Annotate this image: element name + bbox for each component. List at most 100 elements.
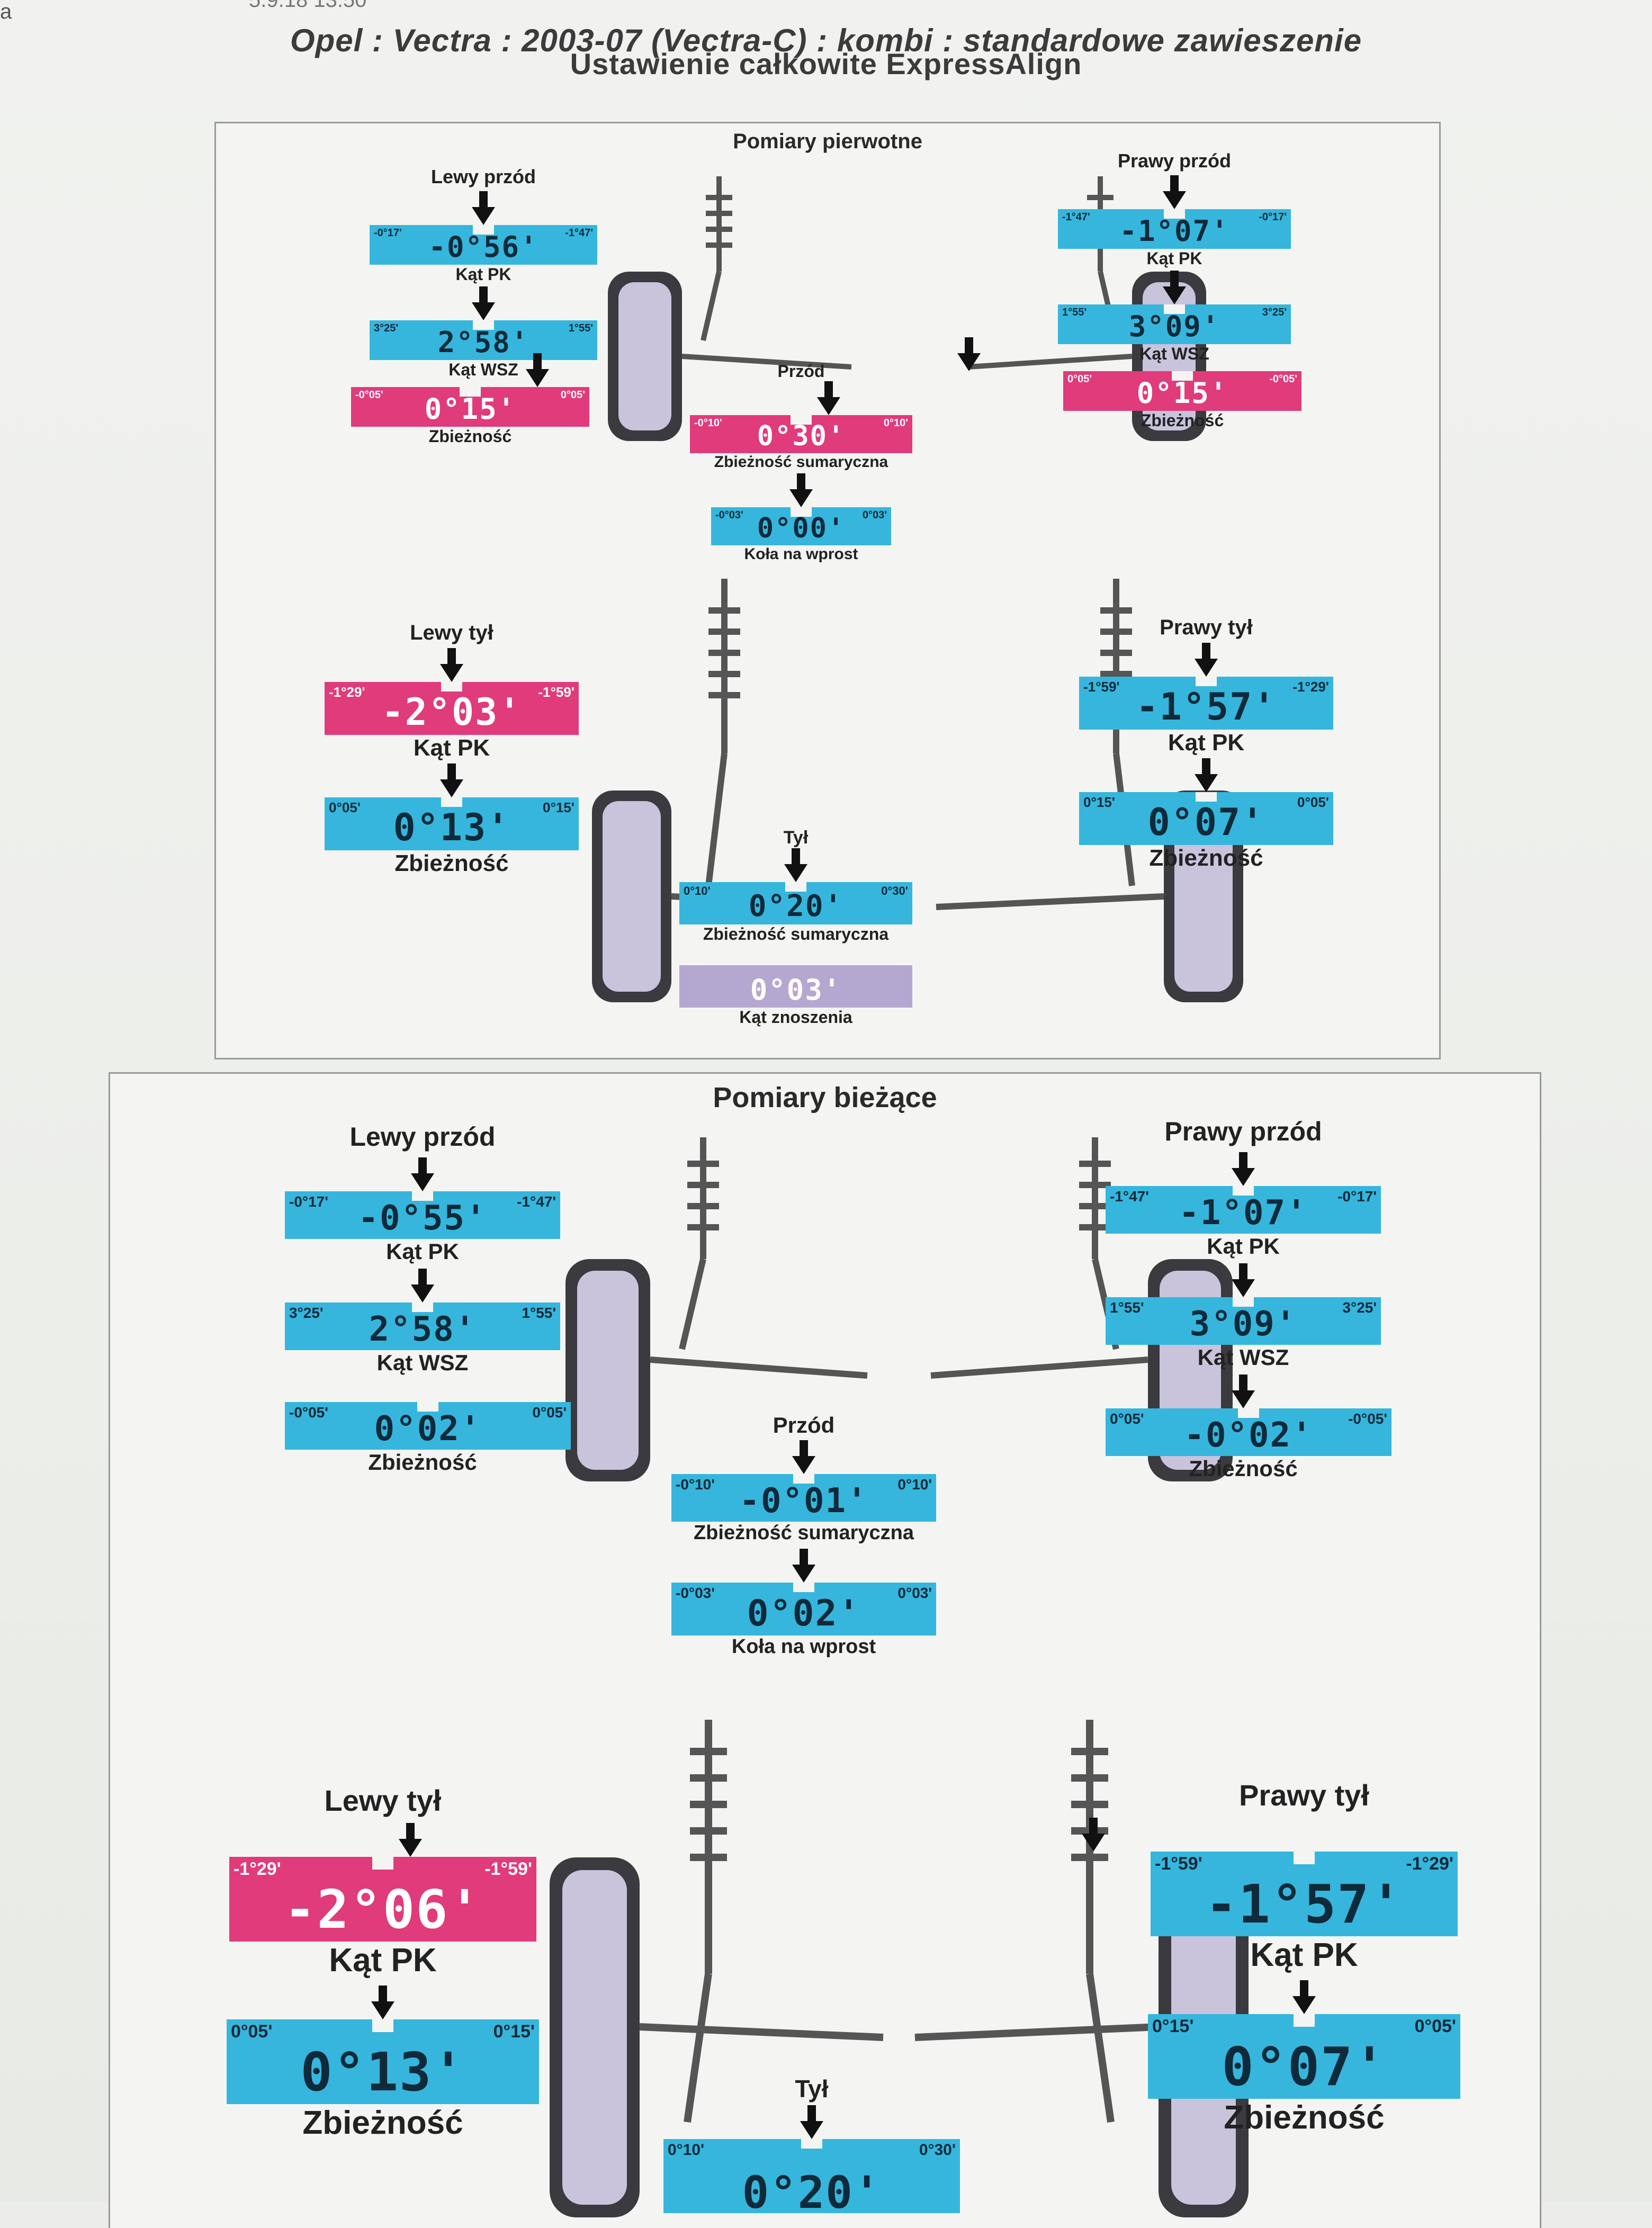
- gauge-notch: [1233, 1297, 1254, 1307]
- front-straight-ahead-gauge: -0°03' 0°03' 0°00': [711, 507, 891, 545]
- gauge-value: -1°07': [1119, 214, 1229, 248]
- arrow-down-icon: [371, 1986, 394, 2019]
- gauge-max: 0°05': [1414, 2016, 1456, 2036]
- gauge-label: Zbieżność: [428, 427, 512, 446]
- gauge-max: 0°10': [897, 1476, 932, 1493]
- wheel-heading: Lewy przód: [430, 166, 536, 187]
- arrow-down-icon: [800, 2105, 823, 2139]
- gauge-max: 0°15': [493, 2022, 535, 2042]
- gauge-notch: [793, 1474, 814, 1484]
- gauge-value: 0°02': [747, 1593, 861, 1634]
- rr-toe-gauge: 0°15' 0°05' 0°07': [1148, 2014, 1460, 2099]
- lr-toe-gauge: 0°05' 0°15' 0°13': [325, 797, 579, 850]
- gauge-value: 0°15': [424, 392, 516, 426]
- axle-heading: Przód: [777, 362, 825, 381]
- gauge-max: -0°05': [1348, 1411, 1387, 1427]
- lr-toe-gauge: 0°05' 0°15' 0°13': [227, 2019, 539, 2104]
- arrow-down-icon: [399, 1823, 422, 1857]
- axle-heading: Tył: [795, 2075, 829, 2103]
- gauge-max: -0°17': [1337, 1188, 1377, 1205]
- gauge-value: 0°30': [757, 420, 846, 452]
- gauge-label: Kąt WSZ: [448, 360, 518, 379]
- lf-caster-gauge: 3°25' 1°55' 2°58': [370, 320, 597, 360]
- gauge-value: -1°57': [1205, 1873, 1403, 1935]
- gauge-max: 0°15': [543, 799, 574, 815]
- panel-title: Pomiary bieżące: [713, 1082, 937, 1113]
- gauge-value: 0°03': [750, 973, 842, 1007]
- gauge-max: -0°17': [1259, 211, 1287, 223]
- gauge-label: Kąt WSZ: [376, 1350, 469, 1375]
- gauge-max: 0°05': [560, 389, 585, 401]
- gauge-max: -1°47': [565, 227, 593, 239]
- gauge-min: -1°47': [1110, 1188, 1149, 1205]
- gauge-notch: [460, 387, 481, 397]
- gauge-min: -1°59': [1155, 1854, 1202, 1874]
- gauge-max: -1°47': [517, 1193, 556, 1210]
- gauge-value: -2°06': [284, 1879, 482, 1940]
- gauge-label: Zbieżność: [394, 850, 509, 876]
- initial-measurements-panel: Pomiary pierwotne Lewy przód -0°17' -1°4…: [214, 122, 1441, 1059]
- arrow-down-icon: [472, 286, 495, 320]
- rr-camber-gauge: -1°59' -1°29' -1°57': [1079, 677, 1333, 730]
- gauge-min: 1°55': [1110, 1299, 1144, 1316]
- arrow-down-icon: [957, 337, 981, 371]
- gauge-notch: [372, 1857, 393, 1870]
- wheel-heading: Lewy tył: [324, 1784, 442, 1817]
- gauge-notch: [417, 1402, 438, 1412]
- rf-camber-gauge: -1°47' -0°17' -1°07': [1058, 209, 1291, 249]
- gauge-label: Zbieżność: [1149, 845, 1263, 871]
- gauge-min: 0°10': [668, 2141, 705, 2159]
- arrow-down-icon: [1232, 1152, 1255, 1186]
- rf-caster-gauge: 1°55' 3°25' 3°09': [1058, 304, 1291, 344]
- gauge-label: Kąt PK: [455, 265, 511, 284]
- arrow-down-icon: [784, 848, 807, 882]
- rf-caster-gauge: 1°55' 3°25' 3°09': [1106, 1297, 1381, 1345]
- gauge-min: 3°25': [289, 1305, 324, 1321]
- wheel-heading: Prawy przód: [1164, 1117, 1322, 1146]
- gauge-value: 2°58': [437, 326, 529, 359]
- gauge-min: 0°10': [684, 884, 711, 897]
- gauge-max: 0°30': [881, 884, 908, 897]
- arrow-down-icon: [1292, 1980, 1316, 2014]
- rf-toe-gauge: 0°05' -0°05' -0°02': [1106, 1408, 1391, 1456]
- gauge-max: 0°05': [1297, 794, 1329, 810]
- gauge-value: -0°02': [1184, 1416, 1313, 1455]
- gauge-max: 0°30': [919, 2141, 956, 2159]
- gauge-label: Zbieżność: [1224, 2099, 1385, 2136]
- gauge-value: 0°00': [757, 513, 846, 544]
- gauge-notch: [1238, 1408, 1259, 1418]
- thrust-angle-gauge: 0°03': [679, 965, 912, 1008]
- initial-rear-center: Tył 0°10' 0°30' 0°20' Zbieżność sumarycz…: [679, 828, 912, 1027]
- current-left-rear: Lewy tył -1°29' -1°59' -2°06' Kąt PK 0°0…: [224, 1783, 542, 2142]
- gauge-notch: [473, 225, 494, 235]
- wheel-heading: Prawy przód: [1117, 150, 1232, 172]
- vehicle-title: Opel : Vectra : 2003-07 (Vectra-C) : kom…: [290, 23, 1362, 58]
- arrow-down-icon: [472, 191, 495, 225]
- gauge-notch: [1233, 1186, 1254, 1196]
- gauge-label: Koła na wprost: [731, 1636, 876, 1658]
- gauge-value: 3°09': [1128, 310, 1220, 343]
- gauge-max: -1°59': [484, 1859, 532, 1879]
- gauge-min: -1°29': [329, 684, 365, 700]
- gauge-notch: [791, 507, 812, 517]
- gauge-min: -1°59': [1083, 679, 1120, 695]
- gauge-max: 0°05': [532, 1404, 567, 1421]
- rr-camber-gauge: -1°59' -1°29' -1°57': [1151, 1852, 1458, 1936]
- gauge-label: Zbieżność: [368, 1450, 477, 1475]
- gauge-value: 0°20': [742, 2167, 882, 2218]
- arrow-down-icon: [526, 353, 549, 387]
- gauge-label: Kąt PK: [386, 1239, 459, 1264]
- gauge-min: 1°55': [1062, 307, 1087, 318]
- gauge-min: 3°25': [374, 322, 399, 334]
- gauge-min: -0°03': [715, 509, 743, 521]
- gauge-min: -1°47': [1062, 211, 1090, 223]
- rear-total-toe-gauge: 0°10' 0°30' 0°20': [679, 882, 912, 924]
- front-total-toe-gauge: -0°10' 0°10' 0°30': [690, 415, 912, 453]
- gauge-min: 0°05': [231, 2022, 273, 2042]
- wheel-heading: Lewy przód: [349, 1122, 496, 1152]
- current-right-rear: Prawy tył -1°59' -1°29' -1°57' Kąt PK 0°…: [1082, 1778, 1463, 2136]
- arrow-down-icon: [1082, 1818, 1105, 1852]
- front-straight-ahead-gauge: -0°03' 0°03' 0°02': [671, 1583, 936, 1636]
- gauge-label: Zbieżność sumaryczna: [693, 1522, 914, 1544]
- arrow-down-icon: [440, 648, 463, 682]
